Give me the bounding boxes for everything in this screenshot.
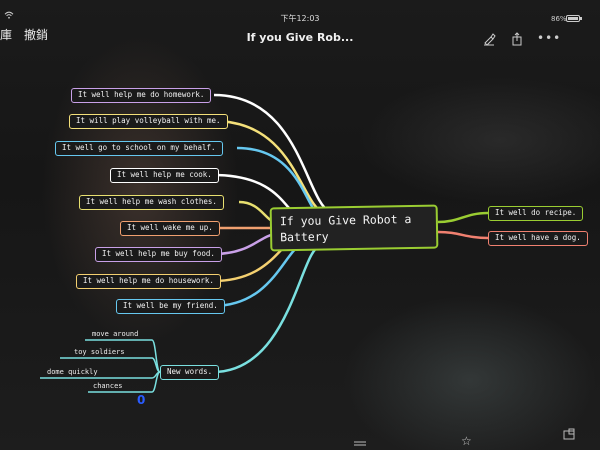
branch-node[interactable]: It well do recipe. <box>488 206 584 221</box>
new-word-item[interactable]: toy soldiers <box>74 348 125 356</box>
brush-icon[interactable] <box>482 32 496 46</box>
branch-node[interactable]: It well wake me up. <box>120 221 220 236</box>
branch-node[interactable]: It will play volleyball with me. <box>69 114 228 129</box>
star-icon[interactable]: ☆ <box>461 434 472 448</box>
panel-icon[interactable] <box>563 428 575 440</box>
more-icon[interactable]: ••• <box>537 31 562 45</box>
new-word-item[interactable]: dome quickly <box>47 368 98 376</box>
branch-node[interactable]: It well help me do housework. <box>76 274 221 289</box>
branch-node[interactable]: It well help me buy food. <box>95 247 222 262</box>
branch-node[interactable]: It well help me cook. <box>110 168 219 183</box>
branch-node[interactable]: It well go to school on my behalf. <box>55 141 223 156</box>
wifi-icon <box>4 11 14 19</box>
branch-node[interactable]: It well be my friend. <box>116 299 225 314</box>
new-word-item[interactable]: chances <box>93 382 123 390</box>
undo-button[interactable]: 撤銷 <box>24 28 49 42</box>
battery-percentage: 86% <box>551 15 567 23</box>
status-time: 下午12:03 <box>280 14 320 23</box>
document-title: If you Give Rob... <box>246 31 354 44</box>
branch-node[interactable]: It well have a dog. <box>488 231 588 246</box>
branch-node[interactable]: It well help me do homework. <box>71 88 212 103</box>
drag-handle-icon[interactable] <box>352 440 368 448</box>
central-topic[interactable]: If you Give Robot a Battery <box>269 204 439 252</box>
new-words-node[interactable]: New words. <box>160 365 220 380</box>
text-cursor: 0 <box>137 393 146 407</box>
new-word-item[interactable]: move around <box>92 330 139 338</box>
battery-icon <box>566 15 582 22</box>
library-button[interactable]: 庫 <box>0 28 13 42</box>
share-icon[interactable] <box>510 32 524 46</box>
branch-node[interactable]: It well help me wash clothes. <box>79 195 224 210</box>
